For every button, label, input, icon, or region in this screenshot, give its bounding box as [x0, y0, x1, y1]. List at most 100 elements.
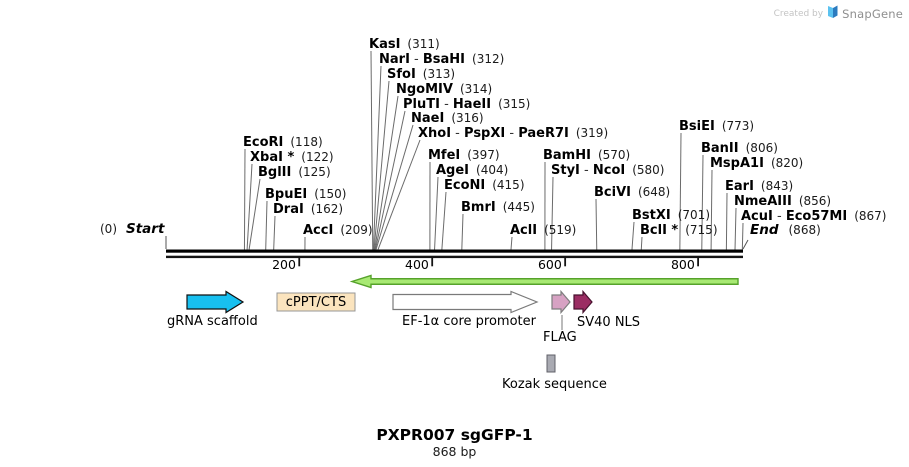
enzyme-position: (570) — [597, 148, 631, 162]
map-end-label: End (868) — [750, 223, 821, 237]
enzyme-label-bpuei: BpuEI(150) — [265, 187, 346, 202]
enzyme-position: (162) — [310, 202, 344, 216]
enzyme-name: BpuEI — [265, 187, 308, 202]
feature-label-kozak-sequence: Kozak sequence — [502, 377, 607, 392]
feature-label-flag: FLAG — [543, 330, 577, 345]
enzyme-name: EcoRI — [243, 135, 284, 150]
enzyme-label-bsiei: BsiEI (773) — [679, 119, 754, 134]
orf-arrow — [349, 274, 739, 289]
enzyme-label-econi: EcoNI(415) — [444, 178, 525, 193]
enzyme-label-agei: AgeI(404) — [436, 163, 508, 178]
feature-arrow-flag — [551, 289, 571, 315]
enzyme-label-bcli: BclI *(715) — [640, 223, 718, 238]
map-start-label: (0) Start — [100, 222, 164, 236]
ruler-tick — [697, 257, 699, 267]
enzyme-position: (519) — [544, 223, 577, 237]
feature-box-kozak-sequence — [546, 354, 556, 373]
enzyme-position: (856) — [798, 194, 832, 208]
enzyme-label-bcivi: BciVI (648) — [594, 185, 670, 200]
end-position-text: (868) — [788, 223, 821, 237]
enzyme-name: PluTI — [403, 97, 440, 112]
ruler-tick-label: 400 — [405, 257, 429, 272]
enzyme-position: (125) — [298, 165, 331, 179]
snapgene-brand-text: SnapGene — [842, 6, 903, 21]
enzyme-leader-xhoi-pspxi-paer7i — [377, 139, 421, 250]
feature-arrow-sv40-nls — [573, 289, 593, 315]
enzyme-position: (209) — [340, 223, 373, 237]
enzyme-label-styi-ncoi: StyI - NcoI (580) — [551, 163, 665, 178]
feature-box-cppt-cts — [276, 292, 356, 312]
ruler-tick — [298, 257, 301, 267]
enzyme-name: BclI * — [640, 223, 679, 238]
enzyme-leader-xbai — [246, 163, 253, 250]
enzyme-position: (312) — [472, 52, 505, 66]
start-text: Start — [126, 221, 165, 237]
enzyme-leader-bcivi — [595, 198, 598, 250]
start-position-text: (0) — [100, 222, 117, 236]
enzyme-name: - — [505, 126, 519, 141]
enzyme-leader-acui-eco57mi — [741, 222, 744, 250]
enzyme-name: DraI — [273, 202, 304, 217]
enzyme-label-naei: NaeI (316) — [411, 111, 484, 126]
enzyme-name: HaeII — [452, 97, 492, 112]
ruler-tick — [564, 257, 567, 267]
enzyme-name: KasI — [369, 37, 401, 52]
enzyme-name: NaeI — [411, 111, 445, 126]
enzyme-label-acli: AclI(519) — [510, 223, 576, 238]
enzyme-label-nari-bsahi: NarI - BsaHI(312) — [379, 52, 504, 67]
enzyme-leader-sfoi — [373, 80, 390, 250]
enzyme-label-acci: AccI(209) — [303, 223, 373, 238]
feature-arrow-grna-scaffold — [186, 290, 245, 314]
enzyme-name: NcoI — [592, 163, 626, 178]
enzyme-name: NmeAIII — [734, 194, 792, 209]
enzyme-label-kasi: KasI(311) — [369, 37, 440, 52]
enzyme-label-banii: BanII (806) — [701, 141, 778, 156]
enzyme-name: BciVI — [594, 185, 631, 200]
enzyme-position: (773) — [721, 119, 755, 133]
enzyme-leader-nmeaiii — [734, 207, 737, 250]
enzyme-leader-bcli — [640, 236, 643, 250]
enzyme-label-bmri: BmrI(445) — [461, 200, 535, 215]
enzyme-label-xbai: XbaI *(122) — [250, 150, 334, 165]
enzyme-name: - — [579, 163, 593, 178]
enzyme-position: (316) — [451, 111, 484, 125]
enzyme-position: (415) — [492, 178, 525, 192]
end-text: End — [750, 222, 779, 238]
enzyme-name: BglII — [258, 165, 292, 180]
enzyme-name: - — [451, 126, 465, 141]
enzyme-name: BanII — [701, 141, 739, 156]
enzyme-label-pluti-haeii: PluTI - HaeII(315) — [403, 97, 530, 112]
enzyme-name: PspXI — [464, 126, 506, 141]
enzyme-name: NarI — [379, 52, 410, 67]
enzyme-name: EarI — [725, 179, 754, 194]
enzyme-name: BsiEI — [679, 119, 715, 134]
enzyme-label-eari: EarI(843) — [725, 179, 793, 194]
enzyme-position: (648) — [637, 185, 671, 199]
enzyme-name: StyI — [551, 163, 580, 178]
enzyme-name: BsaHI — [422, 52, 466, 67]
enzyme-position: (580) — [632, 163, 665, 177]
enzyme-position: (445) — [502, 200, 535, 214]
enzyme-label-bstxi: BstXI(701) — [632, 208, 710, 223]
enzyme-name: XbaI * — [250, 150, 295, 165]
enzyme-label-acui-eco57mi: AcuI - Eco57MI(867) — [741, 209, 887, 224]
enzyme-leader-pluti-haeii — [374, 110, 406, 250]
enzyme-position: (806) — [745, 141, 778, 155]
enzyme-leader-bsiei — [679, 132, 682, 250]
plasmid-name-title: PXPR007 sgGFP-1 — [376, 426, 533, 444]
enzyme-name: MfeI — [428, 148, 461, 163]
enzyme-name: - — [439, 97, 453, 112]
enzyme-label-bglii: BglII (125) — [258, 165, 331, 180]
enzyme-label-drai: DraI (162) — [273, 202, 343, 217]
enzyme-name: XhoI — [418, 126, 452, 141]
enzyme-leader-ecori — [243, 148, 246, 250]
enzyme-leader-banii — [701, 154, 704, 250]
enzyme-leader-drai — [273, 215, 276, 250]
enzyme-label-nmeaiii: NmeAIII (856) — [734, 194, 831, 209]
enzyme-leader-styi-ncoi — [551, 176, 554, 250]
enzyme-leader-eari — [725, 192, 728, 250]
enzyme-label-ngomiv: NgoMIV(314) — [396, 82, 492, 97]
